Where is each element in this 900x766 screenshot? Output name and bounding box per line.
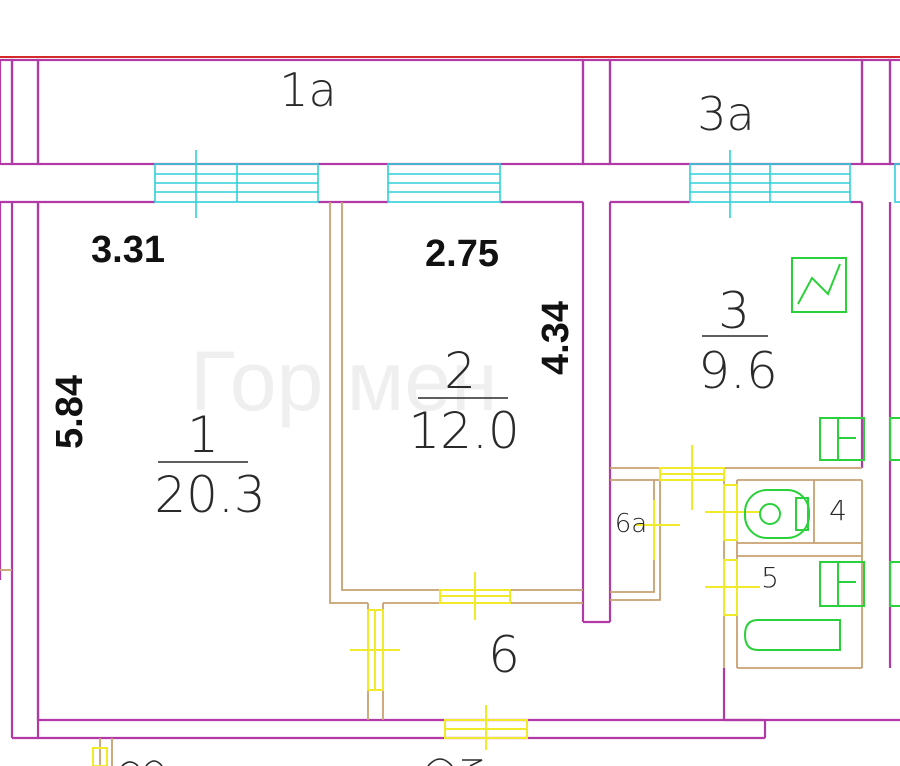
door-room-2 — [439, 572, 511, 620]
door-wc-4 — [705, 484, 760, 541]
room-2-label: 2 12.0 — [408, 342, 519, 460]
room-label-1a: 1a — [279, 63, 336, 117]
fixtures — [743, 257, 900, 651]
dimension-height-room-2: 4.34 — [535, 301, 577, 375]
door-room-1 — [350, 609, 400, 691]
door-bottom-left — [92, 747, 108, 766]
room-1-number: 1 — [187, 406, 219, 464]
washbasin-icon-right — [889, 561, 900, 607]
dimension-width-room-1: 3.31 — [91, 229, 165, 271]
windows — [154, 150, 900, 218]
window-right-edge — [894, 163, 900, 203]
room-2-number: 2 — [444, 342, 476, 400]
door-entrance — [444, 705, 528, 750]
room-label-6: 6 — [488, 626, 520, 684]
room-1-label: 1 20.3 — [154, 406, 265, 524]
room-label-3a: 3a — [697, 87, 754, 141]
room-label-6a: 6a — [615, 509, 647, 539]
sink-kitchen-icon-right — [889, 417, 900, 461]
watermark-text: Гор мен — [190, 334, 498, 428]
main-walls — [0, 200, 900, 740]
toilet-icon — [744, 489, 810, 539]
bottom-cropped-labels — [121, 758, 483, 766]
room-1-area: 20.3 — [154, 466, 265, 524]
window-room-3 — [689, 150, 851, 218]
window-room-2 — [387, 163, 501, 203]
dimension-height-room-1: 5.84 — [49, 375, 91, 449]
sink-kitchen-icon — [819, 417, 865, 461]
window-room-1 — [154, 150, 319, 218]
room-label-5: 5 — [761, 561, 779, 594]
room-2-area: 12.0 — [408, 402, 519, 460]
doors — [92, 445, 760, 766]
balcony-3a — [608, 58, 900, 166]
dimension-width-room-2: 2.75 — [425, 233, 499, 275]
room-label-4: 4 — [829, 494, 847, 527]
room-3-label: 3 9.6 — [698, 282, 778, 400]
washbasin-icon — [819, 561, 865, 607]
door-closet-6a — [635, 500, 680, 560]
room-3-area: 9.6 — [698, 342, 778, 400]
door-room-3 — [659, 445, 725, 510]
structural-columns — [10, 58, 892, 166]
room-3-number: 3 — [718, 282, 750, 340]
bathtub-icon — [743, 619, 841, 651]
stove-icon — [791, 257, 847, 313]
door-bath-5 — [705, 559, 760, 616]
